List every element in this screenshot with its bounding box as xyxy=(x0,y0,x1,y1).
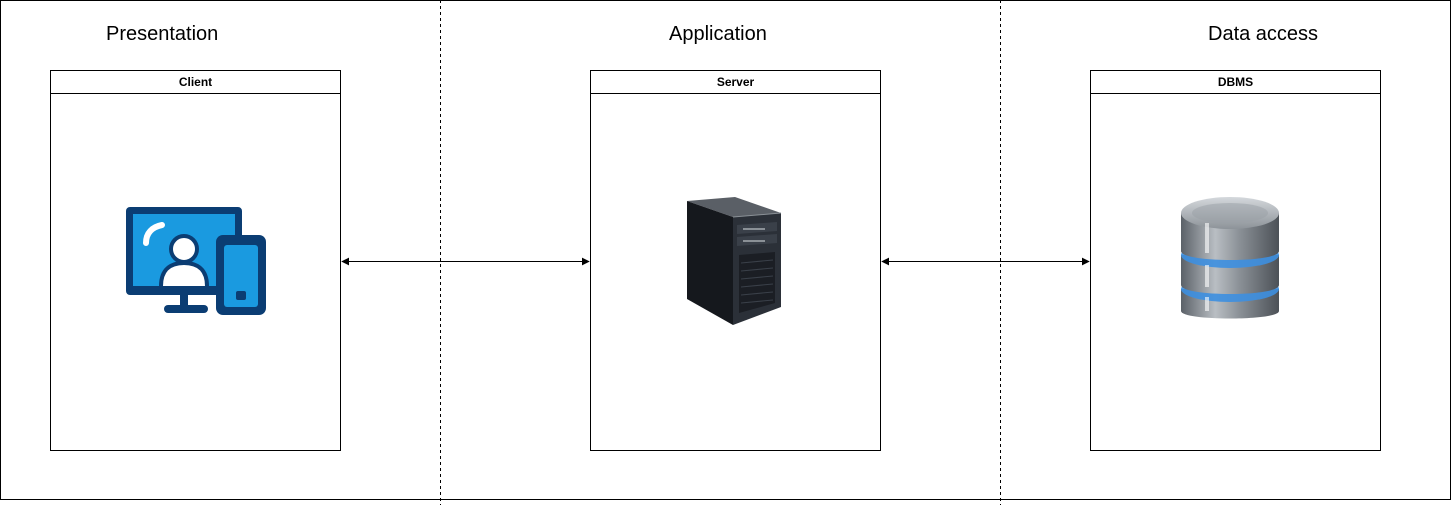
server-node-label: Server xyxy=(591,71,880,94)
dbms-node-label: DBMS xyxy=(1091,71,1380,94)
layer-title-data-access: Data access xyxy=(1208,23,1319,45)
server-tower-icon xyxy=(687,197,782,325)
client-node-label: Client xyxy=(51,71,340,94)
layer-title-presentation: Presentation xyxy=(106,23,219,45)
client-devices-icon xyxy=(126,207,266,315)
database-icon xyxy=(1181,197,1279,319)
layer-title-application: Application xyxy=(669,23,767,45)
